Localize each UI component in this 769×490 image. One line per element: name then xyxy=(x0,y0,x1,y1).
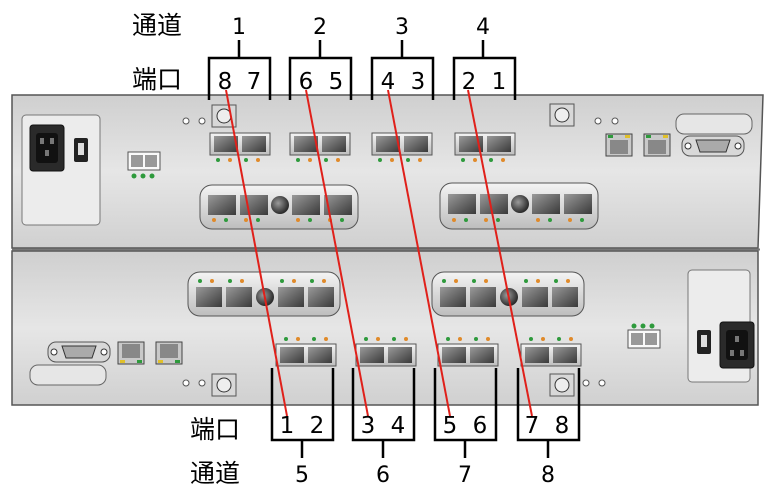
ethernet-ports-lower xyxy=(117,341,183,365)
port-label-top: 端口 xyxy=(132,65,182,94)
port-number: 6 xyxy=(473,413,488,439)
channel-number: 2 xyxy=(313,15,327,40)
channel-number: 7 xyxy=(458,463,472,488)
channel-brackets-top xyxy=(207,40,517,100)
port-number: 3 xyxy=(411,69,426,95)
sas-port-pairs-upper xyxy=(209,132,516,162)
bottom-labels: 端口 通道 1 2 3 4 5 6 7 8 5 6 7 8 xyxy=(190,368,581,488)
port-number: 4 xyxy=(391,413,406,439)
cable-channel-2-to-6 xyxy=(305,89,369,417)
port-number: 6 xyxy=(299,69,314,95)
channel-number: 3 xyxy=(395,15,409,40)
cable-connections xyxy=(225,89,533,417)
port-number: 1 xyxy=(492,69,507,95)
thumbscrew-icon xyxy=(211,373,237,397)
host-interface-card-upper-right xyxy=(439,182,599,230)
led-panel-upper xyxy=(127,151,161,179)
port-number: 8 xyxy=(555,413,570,439)
channel-label-top: 通道 xyxy=(132,11,182,40)
cable-channel-1-to-5 xyxy=(225,89,288,417)
lower-controller xyxy=(29,269,755,397)
serial-port-upper xyxy=(675,113,753,157)
serial-port-lower xyxy=(29,341,111,386)
led-panel-lower xyxy=(627,323,661,349)
port-number: 7 xyxy=(247,69,262,95)
thumbscrew-icon xyxy=(549,373,575,397)
channel-label-bottom: 通道 xyxy=(190,459,240,488)
port-number: 7 xyxy=(525,413,540,439)
port-number: 8 xyxy=(218,69,233,95)
cable-channel-3-to-7 xyxy=(387,89,451,417)
channel-number: 6 xyxy=(376,463,390,488)
port-number: 4 xyxy=(381,69,396,95)
port-number: 1 xyxy=(280,413,295,439)
channel-number: 5 xyxy=(295,463,309,488)
top-labels: 通道 端口 1 2 3 4 8 7 6 5 4 3 2 1 xyxy=(132,11,517,100)
channel-number: 1 xyxy=(232,15,246,40)
channel-number: 4 xyxy=(476,15,490,40)
port-label-bottom: 端口 xyxy=(190,415,240,444)
sas-port-pairs-lower xyxy=(275,337,582,367)
port-number: 5 xyxy=(443,413,458,439)
thumbscrew-icon xyxy=(549,103,575,127)
port-number: 2 xyxy=(310,413,325,439)
power-supply-lower xyxy=(687,269,755,383)
port-number: 3 xyxy=(361,413,376,439)
channel-brackets-bottom xyxy=(270,368,581,458)
port-number: 5 xyxy=(329,69,344,95)
power-supply-upper xyxy=(21,114,101,226)
cable-channel-4-to-8 xyxy=(467,89,533,417)
ethernet-ports-upper xyxy=(605,133,671,157)
host-interface-card-upper-left xyxy=(199,184,359,230)
channel-number: 8 xyxy=(541,463,555,488)
port-number: 2 xyxy=(462,69,477,95)
upper-controller xyxy=(21,103,753,230)
